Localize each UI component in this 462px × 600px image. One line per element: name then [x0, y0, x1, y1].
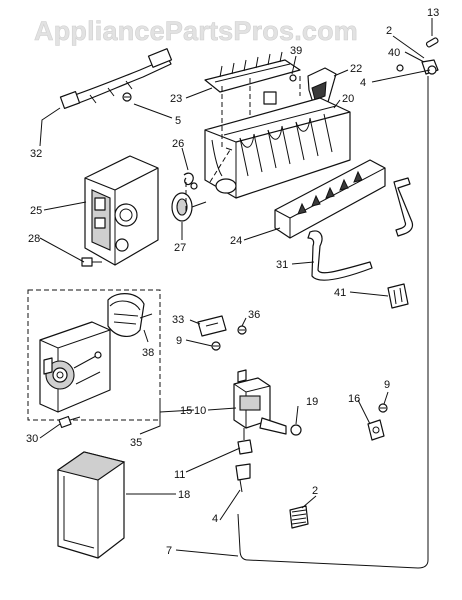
leader-lines: [39, 18, 433, 557]
shutoff-arm-31: [307, 230, 373, 281]
callout-32: 32: [30, 148, 42, 160]
callout-36: 36: [248, 309, 260, 321]
cover-18: [56, 451, 126, 559]
watermark-text: AppliancePartsPros.com: [34, 16, 358, 46]
fill-tube-13: [425, 37, 439, 48]
bracket-22: [307, 67, 337, 107]
module-dashed-outline: [27, 289, 161, 421]
screw-28: [81, 257, 102, 267]
callout-26: 26: [172, 138, 184, 150]
callout-23: 23: [170, 93, 182, 105]
callout-27: 27: [174, 242, 186, 254]
callout-18: 18: [178, 489, 190, 501]
wiring-harness: [59, 48, 173, 109]
callout-5: 5: [175, 115, 181, 127]
callout-41: 41: [334, 287, 346, 299]
ice-mold: [204, 91, 351, 199]
assembly-guide-lines: [185, 76, 301, 212]
callout-33: 33: [172, 314, 184, 326]
callout-16: 16: [348, 393, 360, 405]
callout-10: 10: [194, 405, 206, 417]
heater-24: [274, 159, 386, 239]
callout-9-right: 9: [384, 379, 390, 391]
callout-30: 30: [26, 433, 38, 445]
callout-31: 31: [276, 259, 288, 271]
fitting-4b: [235, 463, 251, 493]
fitting-11: [237, 439, 253, 455]
screw-9a: [211, 341, 221, 351]
switch-33: [197, 315, 227, 337]
callout-38: 38: [142, 347, 154, 359]
callout-19: 19: [306, 396, 318, 408]
stripper-assembly: [204, 51, 301, 93]
wire-rod: [393, 177, 414, 237]
spring-2: [289, 505, 309, 529]
callout-labels: 13 2 39 40 22 4 23 20 5 32 26 25 27 24 2…: [26, 7, 439, 557]
clip-41: [387, 283, 409, 309]
callout-2-bottom: 2: [312, 485, 318, 497]
callout-4: 4: [360, 77, 366, 89]
callout-22: 22: [350, 63, 362, 75]
ice-maker-motor-38: [107, 293, 153, 337]
callout-7: 7: [166, 545, 172, 557]
water-fitting: [396, 59, 439, 75]
callout-40: 40: [388, 47, 400, 59]
callout-9: 9: [176, 335, 182, 347]
control-housing: [84, 155, 159, 266]
callout-39: 39: [290, 45, 302, 57]
callout-11: 11: [174, 469, 185, 481]
callout-2: 2: [386, 25, 392, 37]
control-module-35: [39, 321, 111, 413]
callout-25: 25: [30, 205, 42, 217]
callout-35: 35: [130, 437, 142, 449]
gear-motor-27: [171, 192, 207, 222]
screw-5: [122, 92, 132, 102]
screw-30: [58, 415, 81, 429]
clamp-16: [367, 419, 385, 441]
clip-26: [183, 172, 198, 190]
callout-4-bottom: 4: [212, 513, 218, 525]
callout-13: 13: [427, 7, 439, 19]
screw-9b: [378, 403, 388, 413]
screw-36: [237, 325, 247, 335]
callout-20: 20: [342, 93, 354, 105]
water-line: [237, 76, 429, 569]
callout-28: 28: [28, 233, 40, 245]
water-valve-10: [233, 369, 302, 440]
callout-24: 24: [230, 235, 242, 247]
callout-15: 15: [180, 405, 192, 417]
